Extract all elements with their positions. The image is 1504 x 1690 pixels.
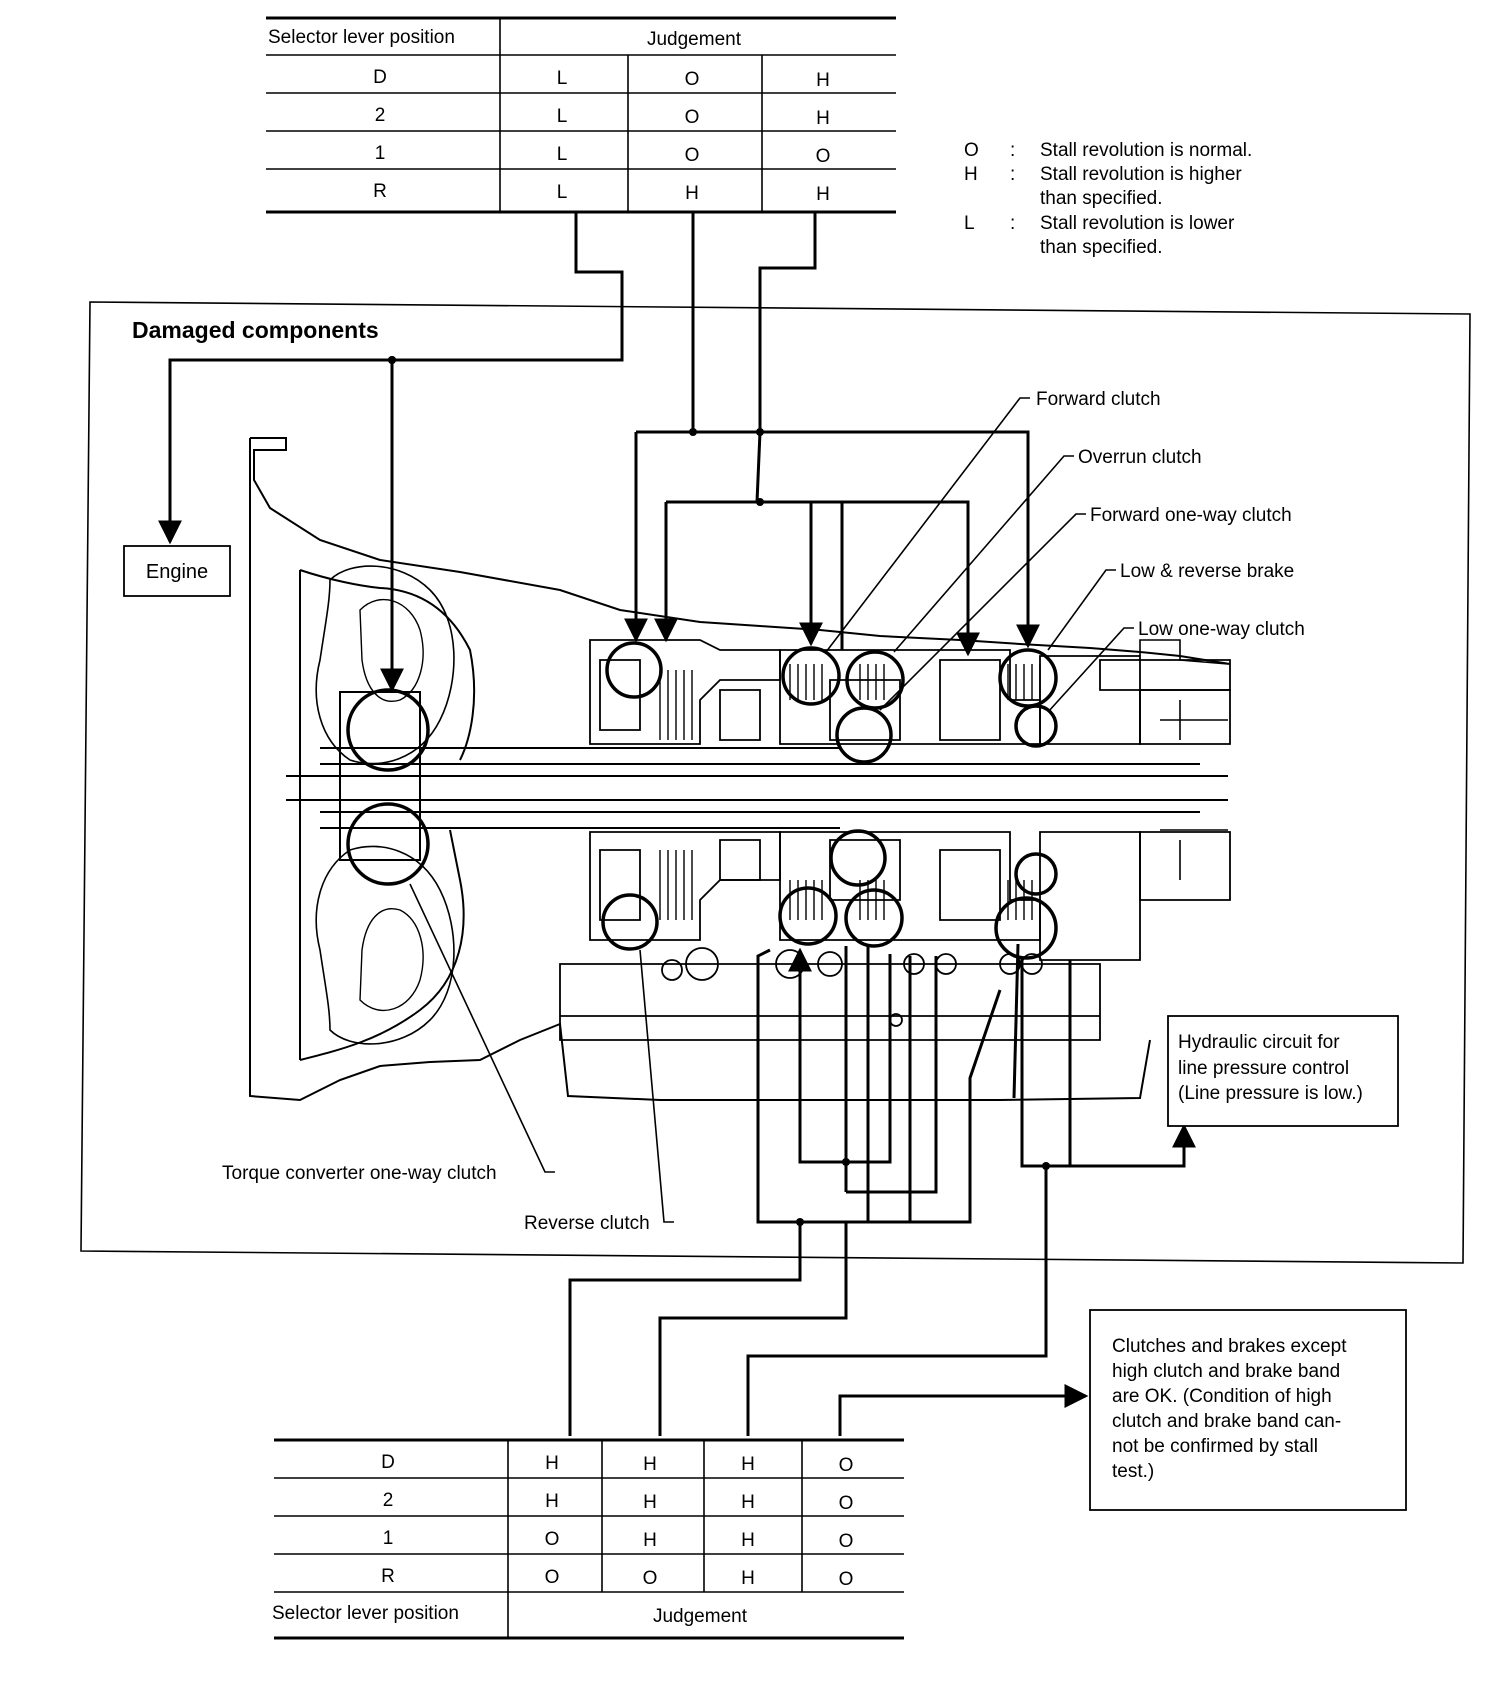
transmission-cross-section [249, 437, 1231, 1102]
bottom-cell: H [545, 1491, 559, 1512]
bottom-cell: H [643, 1530, 657, 1551]
bottom-cell: H [643, 1492, 657, 1513]
bottom-cell: O [839, 1531, 854, 1552]
bottom-cell: O [839, 1493, 854, 1514]
bottom-row-position: R [381, 1566, 395, 1587]
result-line: high clutch and brake band [1112, 1361, 1340, 1382]
upper-connector-lines [158, 212, 1040, 693]
top-cell: H [816, 184, 830, 205]
bottom-cell: H [741, 1530, 755, 1551]
high-clutch-circle-upper [781, 646, 841, 706]
top-cell: H [816, 108, 830, 129]
component-highlights [346, 641, 1058, 960]
legend: O : Stall revolution is normal. H : Stal… [964, 140, 1252, 258]
legend-symbol: H [964, 164, 978, 185]
top-cell: O [685, 69, 700, 90]
bottom-cell: H [741, 1492, 755, 1513]
low-one-way-clutch-circle-lower [1014, 852, 1058, 896]
legend-symbol: L [964, 213, 975, 234]
bottom-footer-position: Selector lever position [272, 1603, 459, 1624]
top-cell: L [557, 182, 568, 203]
bottom-judgement-table: D H H H O 2 H H H O 1 O H H O R O O H O … [272, 1438, 904, 1640]
top-cell: L [557, 68, 568, 89]
low-one-way-clutch-circle-upper [1014, 704, 1058, 748]
hydraulic-circuit-box: Hydraulic circuit for line pressure cont… [1167, 1015, 1399, 1127]
reverse-clutch-circle-lower [601, 893, 659, 951]
forward-clutch-circle-upper [845, 650, 905, 710]
label-forward-clutch: Forward clutch [1036, 389, 1161, 410]
bottom-footer-judgement: Judgement [653, 1606, 748, 1627]
top-row-position: 1 [375, 143, 386, 164]
forward-one-way-clutch-circle-upper [835, 706, 893, 764]
hydraulic-line: Hydraulic circuit for [1178, 1032, 1340, 1053]
legend-text: Stall revolution is normal. [1040, 140, 1252, 161]
top-cell: H [816, 70, 830, 91]
legend-symbol: O [964, 140, 979, 161]
engine-label: Engine [146, 561, 208, 583]
top-cell: L [557, 144, 568, 165]
label-low-reverse-brake: Low & reverse brake [1120, 561, 1294, 582]
top-judgement-table: Selector lever position Judgement D L O … [266, 16, 896, 214]
top-cell: H [685, 183, 699, 204]
bottom-cell: H [741, 1568, 755, 1589]
hydraulic-line: (Line pressure is low.) [1178, 1083, 1363, 1104]
result-line: Clutches and brakes except [1112, 1336, 1347, 1357]
top-cell: L [557, 106, 568, 127]
top-row-position: R [373, 181, 387, 202]
high-clutch-circle-lower [778, 886, 838, 946]
result-line: clutch and brake band can- [1112, 1411, 1341, 1432]
label-forward-one-way-clutch: Forward one-way clutch [1090, 505, 1292, 526]
bottom-cell: H [545, 1453, 559, 1474]
result-box: Clutches and brakes except high clutch a… [1089, 1309, 1407, 1511]
torque-converter-circle-lower [346, 802, 430, 886]
result-line: are OK. (Condition of high [1112, 1386, 1332, 1407]
forward-clutch-circle-lower [844, 888, 904, 948]
label-torque-converter-one-way-clutch: Torque converter one-way clutch [222, 1163, 497, 1184]
frame-title: Damaged components [132, 317, 379, 343]
legend-text: than specified. [1040, 188, 1163, 209]
legend-separator: : [1010, 140, 1015, 161]
legend-text: than specified. [1040, 237, 1163, 258]
label-low-one-way-clutch: Low one-way clutch [1138, 619, 1305, 640]
top-cell: O [685, 107, 700, 128]
top-header-judgement: Judgement [647, 29, 742, 50]
legend-separator: : [1010, 164, 1015, 185]
bottom-cell: H [643, 1454, 657, 1475]
low-reverse-brake-circle-lower [994, 896, 1058, 960]
legend-text: Stall revolution is higher [1040, 164, 1242, 185]
engine-box: Engine [123, 545, 231, 597]
top-row-position: D [373, 67, 387, 88]
bottom-cell: H [741, 1454, 755, 1475]
lower-connector-lines [756, 943, 1196, 1224]
top-cell: O [816, 146, 831, 167]
top-header-position: Selector lever position [268, 27, 455, 48]
label-overrun-clutch: Overrun clutch [1078, 447, 1202, 468]
hydraulic-line: line pressure control [1178, 1058, 1349, 1079]
label-reverse-clutch: Reverse clutch [524, 1213, 650, 1234]
result-line: test.) [1112, 1461, 1154, 1482]
bottom-cell: O [643, 1568, 658, 1589]
bottom-cell: O [545, 1567, 560, 1588]
legend-separator: : [1010, 213, 1015, 234]
component-leader-lines [409, 397, 1134, 1223]
bottom-table-connectors [568, 1166, 1089, 1436]
result-line: not be confirmed by stall [1112, 1436, 1318, 1457]
bottom-row-position: D [381, 1452, 395, 1473]
top-row-position: 2 [375, 105, 386, 126]
top-cell: O [685, 145, 700, 166]
bottom-row-position: 2 [383, 1490, 394, 1511]
bottom-cell: O [839, 1455, 854, 1476]
bottom-row-position: 1 [383, 1528, 394, 1549]
forward-one-way-clutch-circle-lower [829, 829, 887, 887]
legend-text: Stall revolution is lower [1040, 213, 1235, 234]
bottom-cell: O [839, 1569, 854, 1590]
bottom-cell: O [545, 1529, 560, 1550]
damaged-components-frame: Damaged components [80, 301, 1471, 1264]
torque-converter-circle-upper [346, 688, 430, 772]
reverse-clutch-circle-upper [605, 641, 663, 699]
